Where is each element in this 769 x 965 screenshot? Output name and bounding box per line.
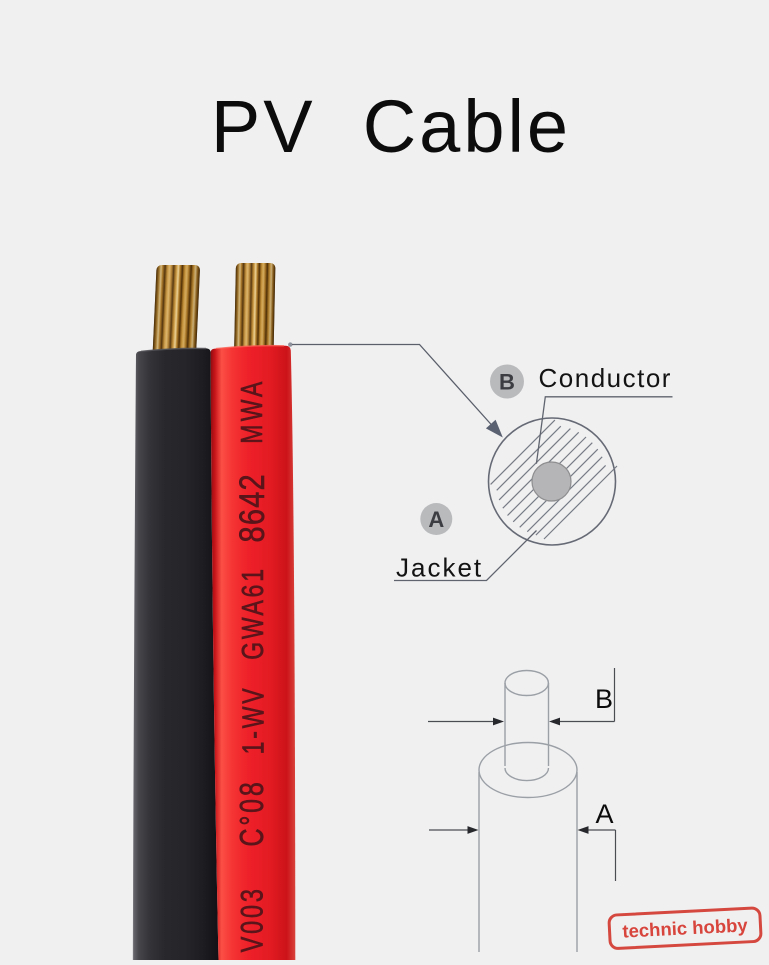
svg-text:8642: 8642 bbox=[232, 473, 271, 542]
svg-text:A: A bbox=[428, 507, 444, 532]
svg-text:C°08: C°08 bbox=[234, 779, 271, 846]
svg-text:V003: V003 bbox=[234, 886, 269, 952]
svg-text:Jacket: Jacket bbox=[396, 553, 483, 583]
svg-text:B: B bbox=[595, 684, 613, 714]
svg-text:Conductor: Conductor bbox=[539, 363, 672, 393]
svg-text:B: B bbox=[499, 370, 515, 395]
svg-text:PV Cable: PV Cable bbox=[211, 85, 571, 168]
svg-text:MWA: MWA bbox=[235, 378, 269, 444]
svg-text:A: A bbox=[595, 799, 613, 829]
svg-text:1-WV: 1-WV bbox=[237, 686, 271, 755]
svg-text:GWA61: GWA61 bbox=[236, 566, 270, 660]
